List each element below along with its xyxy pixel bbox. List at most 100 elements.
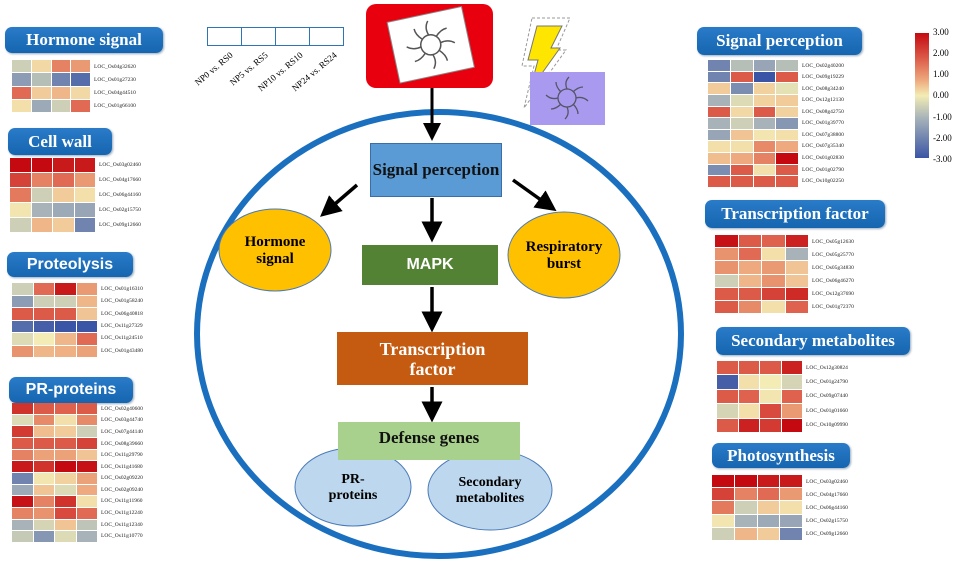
heatmap-cell [55,403,76,414]
heatmap-cell [76,295,97,307]
heatmap-cell [76,438,97,449]
heatmap-cell [12,345,33,357]
heatmap-cell [12,449,33,461]
gene-label: LOC_Os02g40200 [802,62,844,69]
heatmap-cell [71,60,90,73]
heatmap-cell [76,283,97,295]
heatmap-cell [776,106,798,118]
heatmap-cell [780,527,802,540]
cellwall-heatmap [10,158,95,232]
heatmap-cell [776,60,798,71]
heatmap-cell [738,404,759,418]
heatmap-cell [76,345,97,357]
gene-label: LOC_Os12g30824 [806,365,848,372]
heatmap-cell [715,248,738,261]
heatmap-cell [12,508,33,519]
heatmap-cell [76,484,97,496]
legend-column-box [242,27,276,46]
gene-label: LOC_Os01g02790 [802,166,844,173]
heatmap-cell [760,404,781,418]
stressed-pathogen-icon [530,72,605,125]
heatmap-cell [760,375,781,389]
heatmap-cell [712,527,734,540]
heatmap-cell [33,345,54,357]
photosynthesis-title: Photosynthesis [712,443,850,468]
gene-label: LOC_Os11g10770 [101,533,143,540]
heatmap-cell [734,488,757,501]
heatmap-cell [715,235,738,248]
heatmap-cell [33,438,54,449]
heatmap-cell [753,153,776,164]
heatmap-cell [74,158,95,172]
heatmap-cell [734,475,757,488]
heatmap-cell [753,83,776,94]
heatmap-cell [753,118,776,129]
gene-label: LOC_Os12g12130 [802,97,844,104]
heatmap-cell [55,438,76,449]
heatmap-cell [730,164,753,176]
secondary-metabolites-title: Secondary metabolites [716,327,910,355]
gene-label: LOC_Os03g02460 [99,162,141,169]
scale-label: 1.00 [933,69,949,80]
heatmap-cell [715,261,738,274]
heatmap-cell [33,295,54,307]
heatmap-cell [753,141,776,153]
heatmap-cell [738,261,761,274]
gene-label: LOC_Os01g66100 [94,102,136,109]
heatmap-cell [76,519,97,531]
heatmap-cell [31,99,51,112]
heatmap-cell [51,86,71,99]
heatmap-cell [760,418,781,432]
heatmap-cell [762,248,785,261]
heatmap-cell [712,501,734,514]
heatmap-cell [33,473,54,484]
heatmap-cell [12,426,33,437]
hormone-signal-title: Hormone signal [5,27,163,53]
heatmap-cell [738,375,759,389]
cell-wall-title: Cell wall [8,128,112,155]
gene-label: LOC_Os02g09240 [101,486,143,493]
heatmap-cell [33,531,54,542]
heatmap-cell [55,295,76,307]
legend-column-box [310,27,344,46]
heatmap-cell [753,94,776,106]
heatmap-cell [12,99,31,112]
heatmap-cell [762,261,785,274]
heatmap-cell [12,473,33,484]
heatmap-cell [753,129,776,141]
gene-label: LOC_Os07g38800 [802,131,844,138]
respiratory-burst-node: Respiratory burst [525,239,603,272]
heatmap-cell [10,173,31,187]
heatmap-cell [717,418,738,432]
gene-label: LOC_Os05g25770 [812,251,854,258]
gene-label: LOC_Os01g43480 [101,347,143,354]
heatmap-cell [12,496,33,507]
gene-label: LOC_Os11g12340 [101,521,143,528]
heatmap-cell [762,235,785,248]
heatmap-cell [12,283,33,295]
heatmap-cell [76,333,97,345]
heatmap-cell [12,484,33,496]
gene-label: LOC_Os01g72370 [812,303,854,310]
gene-label: LOC_Os04g17660 [99,177,141,184]
heatmap-cell [757,527,780,540]
heatmap-cell [76,449,97,461]
heatmap-cell [31,218,52,232]
gene-label: LOC_Os08g39660 [101,440,143,447]
heatmap-cell [734,527,757,540]
heatmap-cell [71,99,90,112]
heatmap-cell [717,361,738,375]
heatmap-cell [10,218,31,232]
heatmap-cell [757,488,780,501]
heatmap-cell [31,173,52,187]
heatmap-cell [12,531,33,542]
arrow [511,178,557,212]
heatmap-cell [757,514,780,527]
heatmap-cell [708,153,730,164]
heatmap-cell [780,488,802,501]
heatmap-cell [55,308,76,320]
gene-label: LOC_Os06g44160 [99,191,141,198]
hormone-heatmap [12,60,90,112]
